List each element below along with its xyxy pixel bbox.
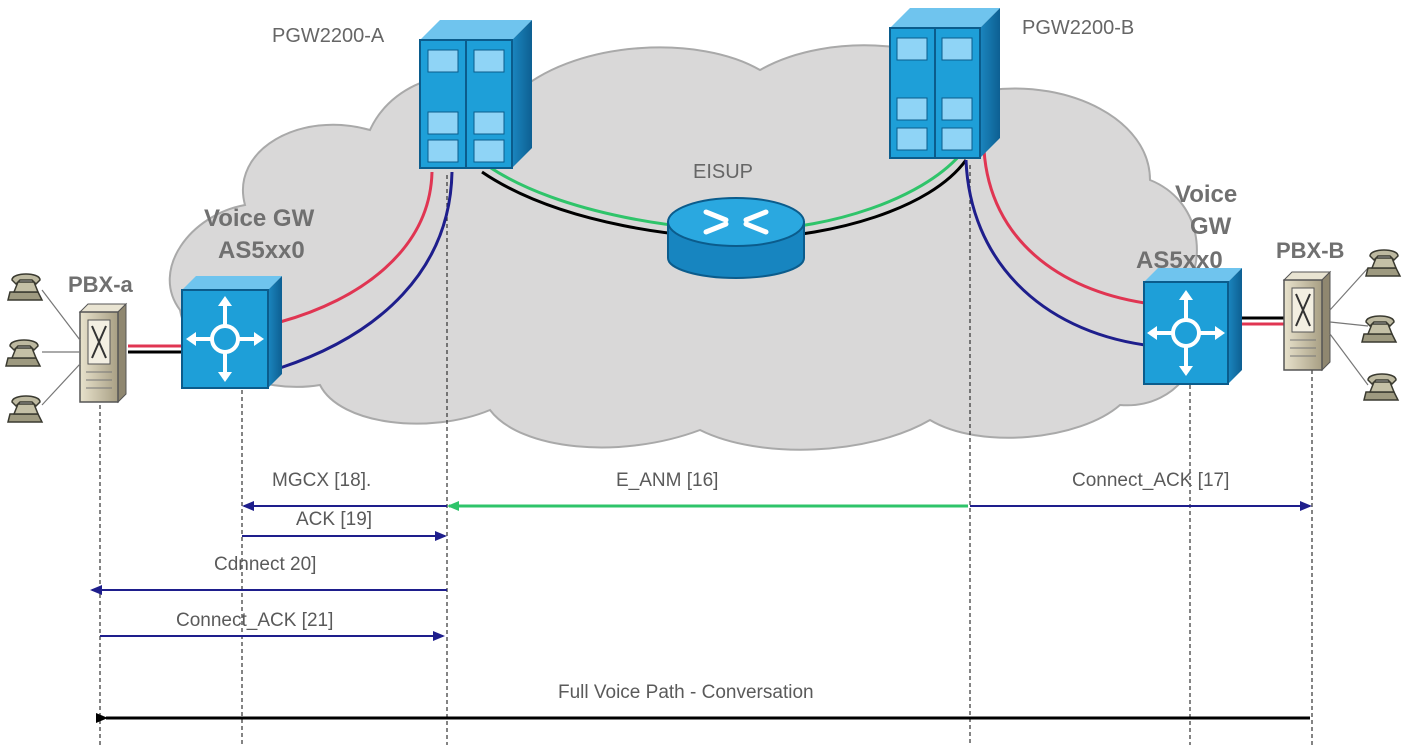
pbx-a-label: PBX-a xyxy=(68,272,134,297)
link-pgw-b-gw-b-red xyxy=(982,149,1146,305)
gateway-a-label-line2: AS5xx0 xyxy=(218,237,305,264)
pbx-a-telephone-icon-2 xyxy=(5,339,41,367)
pbx-a-cabinet-icon xyxy=(78,302,128,404)
gateway-a-label-line1: Voice GW xyxy=(204,205,315,232)
message-arrows xyxy=(90,501,1312,723)
pgw-b-server-tower-icon xyxy=(889,8,1000,159)
pbx-a-telephone-icon-3 xyxy=(7,395,43,423)
pbx-b-telephone-icon-1 xyxy=(1365,249,1401,277)
msg-label-connect-ack-21: Connect_ACK [21] xyxy=(176,610,333,631)
pbx-b-telephone-icon-3 xyxy=(1363,373,1399,401)
gateway-a-voice-gateway-switch-icon xyxy=(181,276,282,389)
pbx-a-phone-wires xyxy=(41,289,81,406)
gateway-b-label-line2: GW xyxy=(1190,213,1232,240)
link-pgw-a-gw-a-blue xyxy=(279,171,454,370)
pbx-b-cabinet-icon xyxy=(1282,270,1332,372)
router-icon xyxy=(667,197,805,279)
gateway-b-label-line1: Voice xyxy=(1175,181,1237,208)
gateway-b-voice-gateway-switch-icon xyxy=(1143,268,1242,385)
router-label: EISUP xyxy=(693,161,753,183)
msg-label-e-anm-16: E_ANM [16] xyxy=(616,470,718,491)
msg-label-full-voice-path: Full Voice Path - Conversation xyxy=(558,682,814,703)
link-pgw-b-gw-b-blue xyxy=(964,159,1146,347)
pgw-a-server-tower-icon xyxy=(419,20,532,169)
pbx-b-telephone-icon-2 xyxy=(1361,315,1397,343)
msg-label-connect-ack-17: Connect_ACK [17] xyxy=(1072,470,1229,491)
pbx-b-label: PBX-B xyxy=(1276,238,1344,263)
lifelines xyxy=(99,165,1313,745)
msg-label-ack-19: ACK [19] xyxy=(296,509,372,530)
pbx-a-telephone-icon-1 xyxy=(7,273,43,301)
msg-label-mgcx-18: MGCX [18]. xyxy=(272,470,371,491)
pgw-a-label: PGW2200-A xyxy=(272,25,385,47)
gateway-b-label-line3: AS5xx0 xyxy=(1136,247,1223,274)
pgw-b-label: PGW2200-B xyxy=(1022,17,1134,39)
msg-label-connect-20: Cdnnect 20] xyxy=(214,554,316,575)
pbx-b-phone-wires xyxy=(1329,267,1369,386)
link-pgw-a-gw-a-red xyxy=(279,171,434,324)
